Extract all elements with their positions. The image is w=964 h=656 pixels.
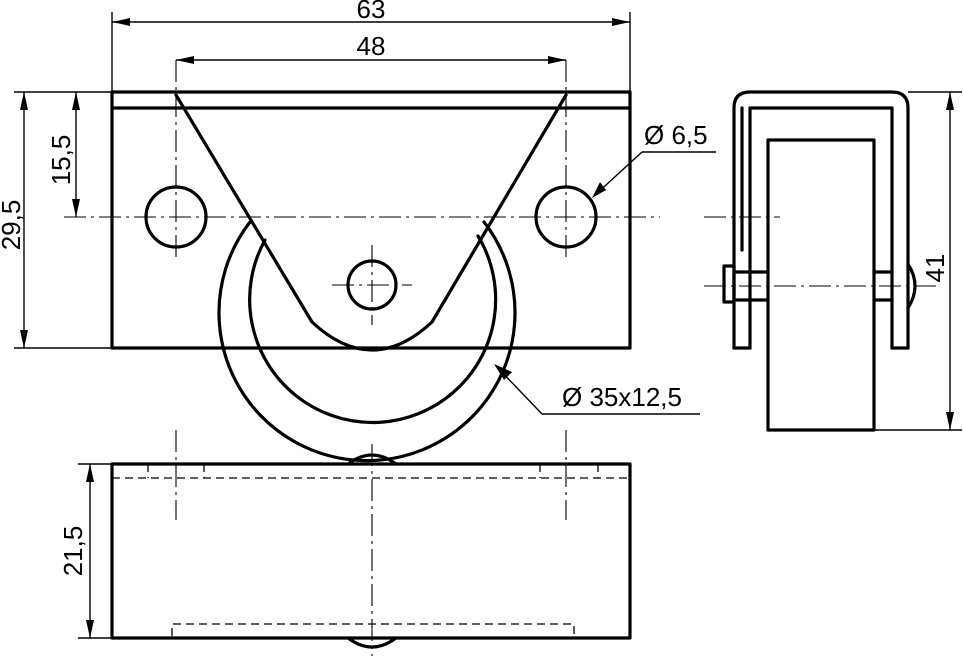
wheel-inner-arc xyxy=(248,234,498,425)
dim-total-height: 29,5 xyxy=(0,200,26,251)
bottom-hidden-wheel xyxy=(171,623,575,636)
dimension-63: 63 xyxy=(111,0,631,92)
dim-hole-diameter: Ø 6,5 xyxy=(644,120,708,150)
mounting-plate xyxy=(110,90,632,350)
dimension-29-5: 29,5 xyxy=(0,91,112,349)
bracket-inner xyxy=(748,106,894,350)
dim-bottom-height: 21,5 xyxy=(58,526,88,577)
leader-hole-diameter: Ø 6,5 xyxy=(592,120,716,198)
bracket-outer xyxy=(732,90,910,350)
dim-overall-width: 63 xyxy=(357,0,386,24)
dimension-48: 48 xyxy=(176,31,566,64)
side-view: 41 xyxy=(704,90,962,432)
dim-wheel-size: Ø 35x12,5 xyxy=(562,382,682,412)
bottom-plate xyxy=(110,462,632,640)
dim-side-height: 41 xyxy=(920,254,950,283)
dimension-15-5: 15,5 xyxy=(46,92,80,217)
fork-outline xyxy=(174,93,568,352)
dim-hole-height: 15,5 xyxy=(46,135,76,186)
dim-hole-spacing: 48 xyxy=(357,31,386,61)
leader-wheel-size: Ø 35x12,5 xyxy=(494,364,700,415)
front-view xyxy=(64,60,660,463)
wheel-outer-arc xyxy=(217,220,517,463)
bottom-view: 21,5 xyxy=(58,430,632,656)
wheel-side xyxy=(766,138,876,432)
axle-nut-left xyxy=(722,264,736,304)
